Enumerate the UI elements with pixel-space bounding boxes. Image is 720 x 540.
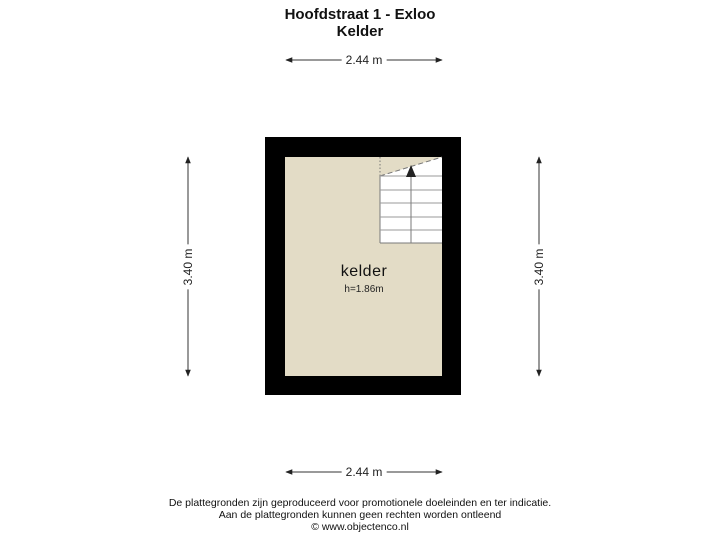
room-height-label: h=1.86m	[344, 284, 384, 295]
disclaimer-line-2: Aan de plattegronden kunnen geen rechten…	[218, 509, 502, 521]
copyright-link: © www.objectenco.nl	[311, 521, 409, 533]
right-dimension-label: 3.40 m	[532, 244, 546, 290]
top-dimension-label: 2.44 m	[341, 53, 387, 67]
plan-title: Hoofdstraat 1 - Exloo	[284, 6, 436, 23]
stair-direction-arrow-icon	[406, 165, 416, 177]
left-dimension-label: 3.40 m	[181, 244, 195, 290]
room-label: kelder	[340, 263, 388, 280]
staircase	[379, 156, 443, 244]
bottom-dimension-label: 2.44 m	[341, 465, 387, 479]
disclaimer-line-1: De plattegronden zijn geproduceerd voor …	[168, 497, 552, 509]
floor-name: Kelder	[336, 23, 384, 40]
